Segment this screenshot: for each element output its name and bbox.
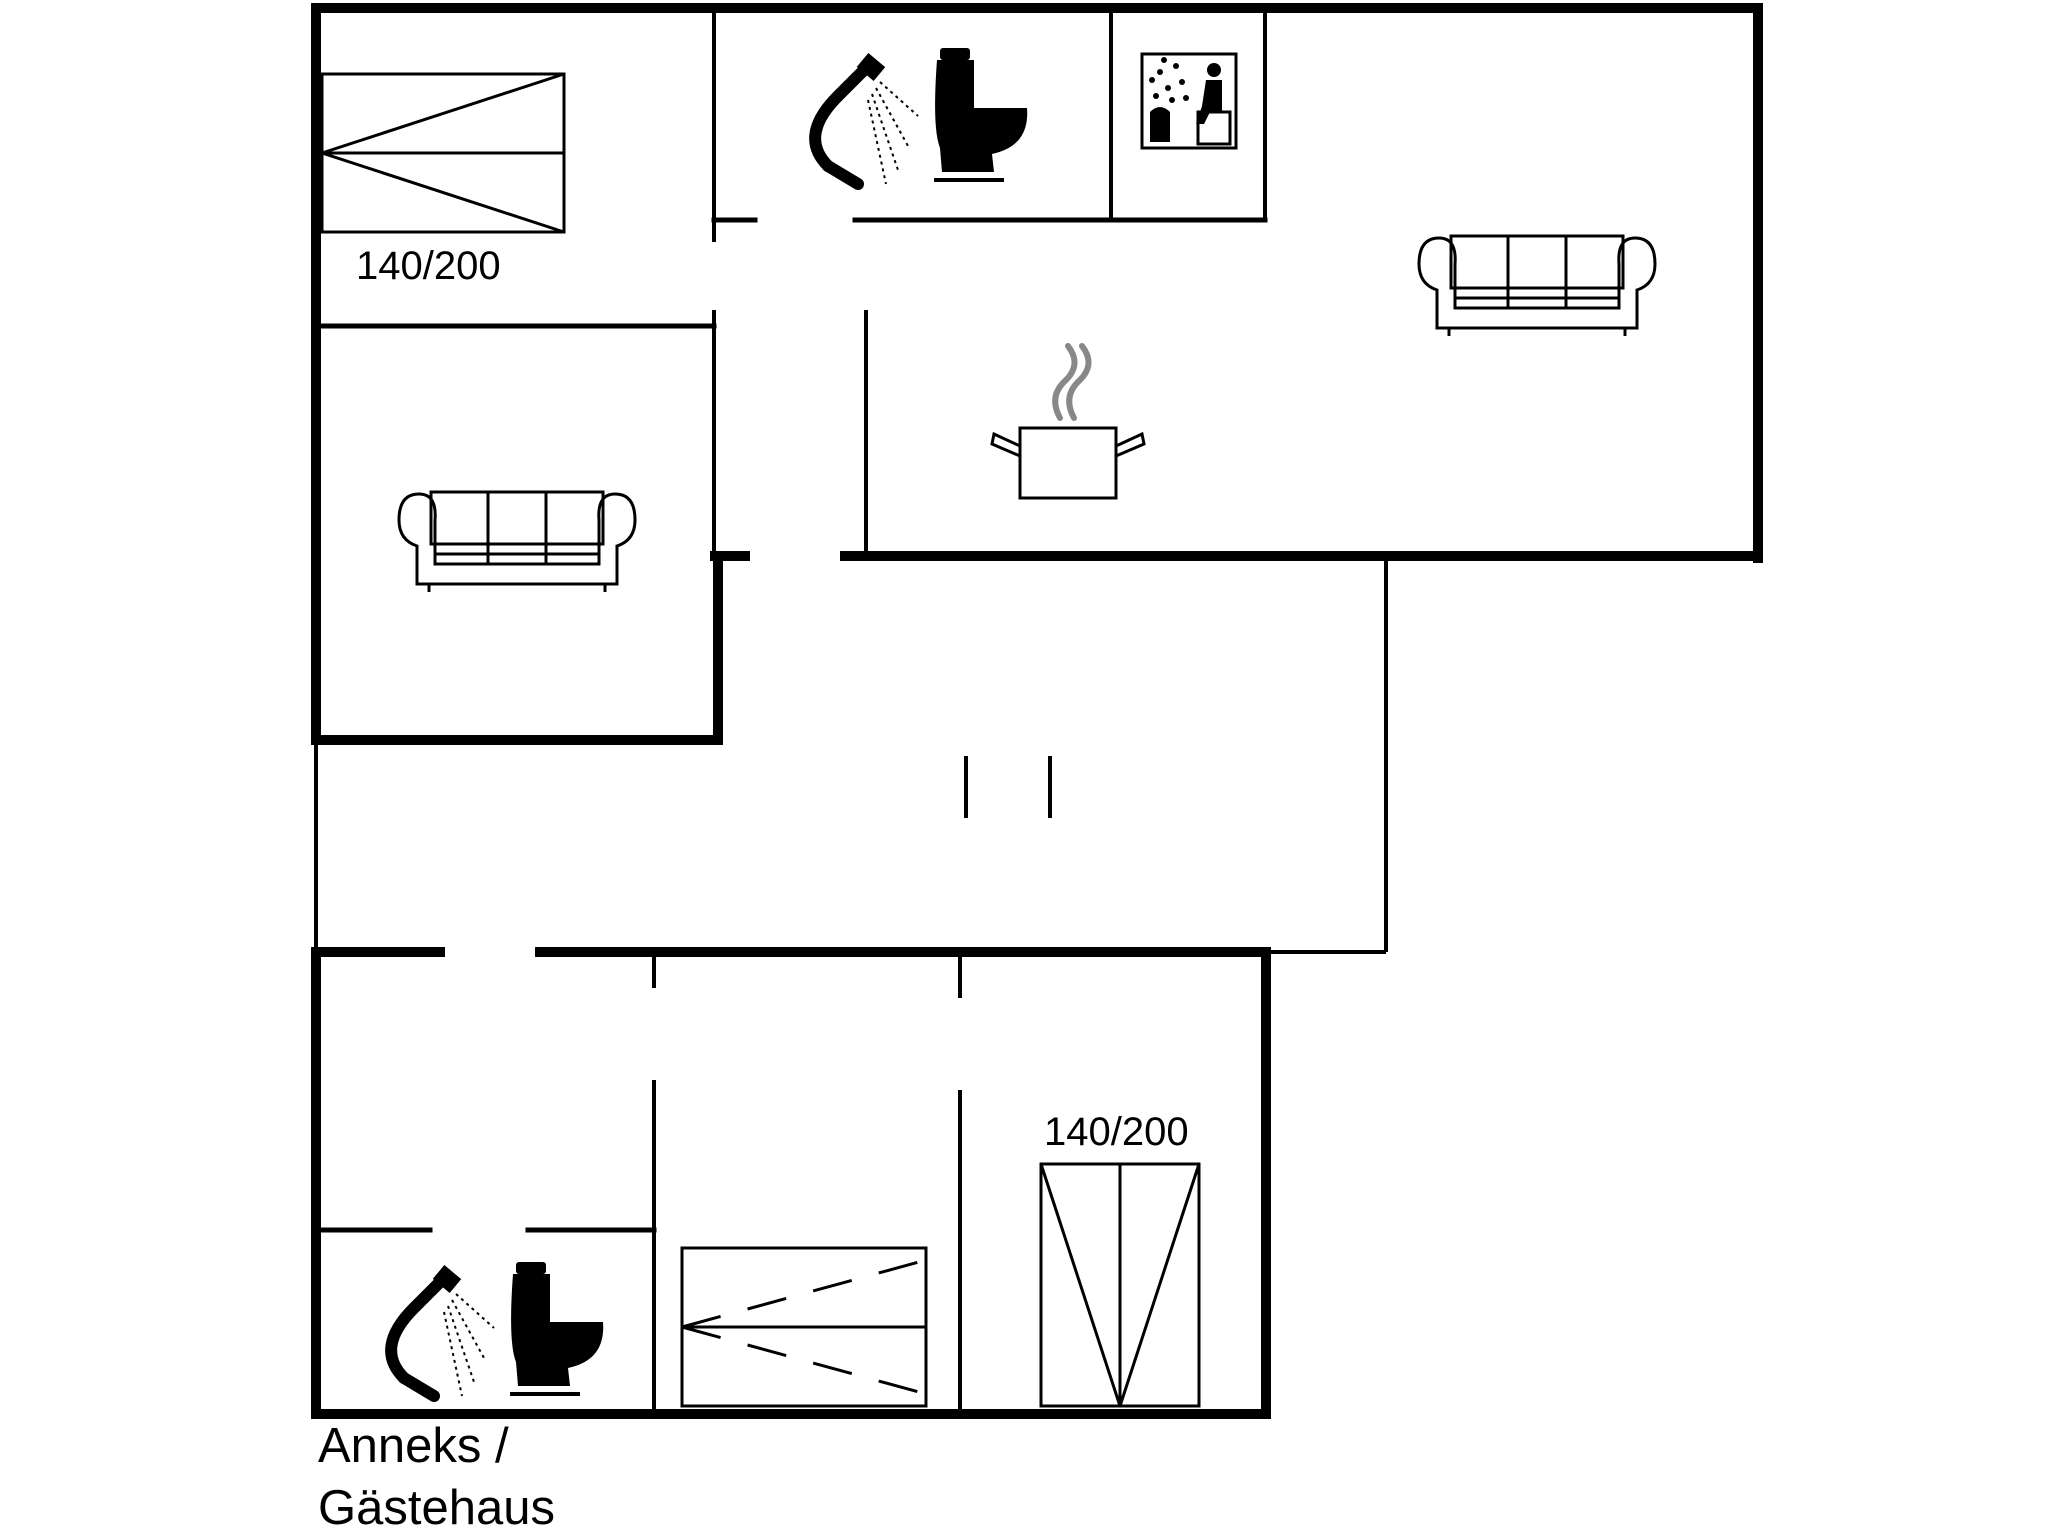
sofa-icon: [397, 490, 637, 594]
bed-size-label: 140/200: [356, 244, 501, 288]
shower-icon: [815, 53, 918, 184]
annex-walls: [311, 947, 1271, 1419]
shower-icon: [391, 1265, 494, 1396]
double-bed-icon: [320, 72, 566, 234]
double-bed-icon: [1039, 1162, 1201, 1408]
sofa-icon: [1417, 234, 1657, 338]
cooking-pot-icon: [990, 343, 1146, 500]
hallway-walls: [314, 556, 1388, 954]
toilet-icon: [508, 1260, 606, 1396]
annex-caption-line2: Gästehaus: [318, 1481, 555, 1535]
sauna-icon: [1140, 52, 1238, 150]
main-house-walls: [311, 3, 1763, 745]
toilet-icon: [932, 46, 1030, 182]
annex-caption-line1: Anneks /: [318, 1419, 509, 1473]
single-bed-icon: [680, 1246, 928, 1408]
bed-size-label: 140/200: [1044, 1110, 1189, 1154]
